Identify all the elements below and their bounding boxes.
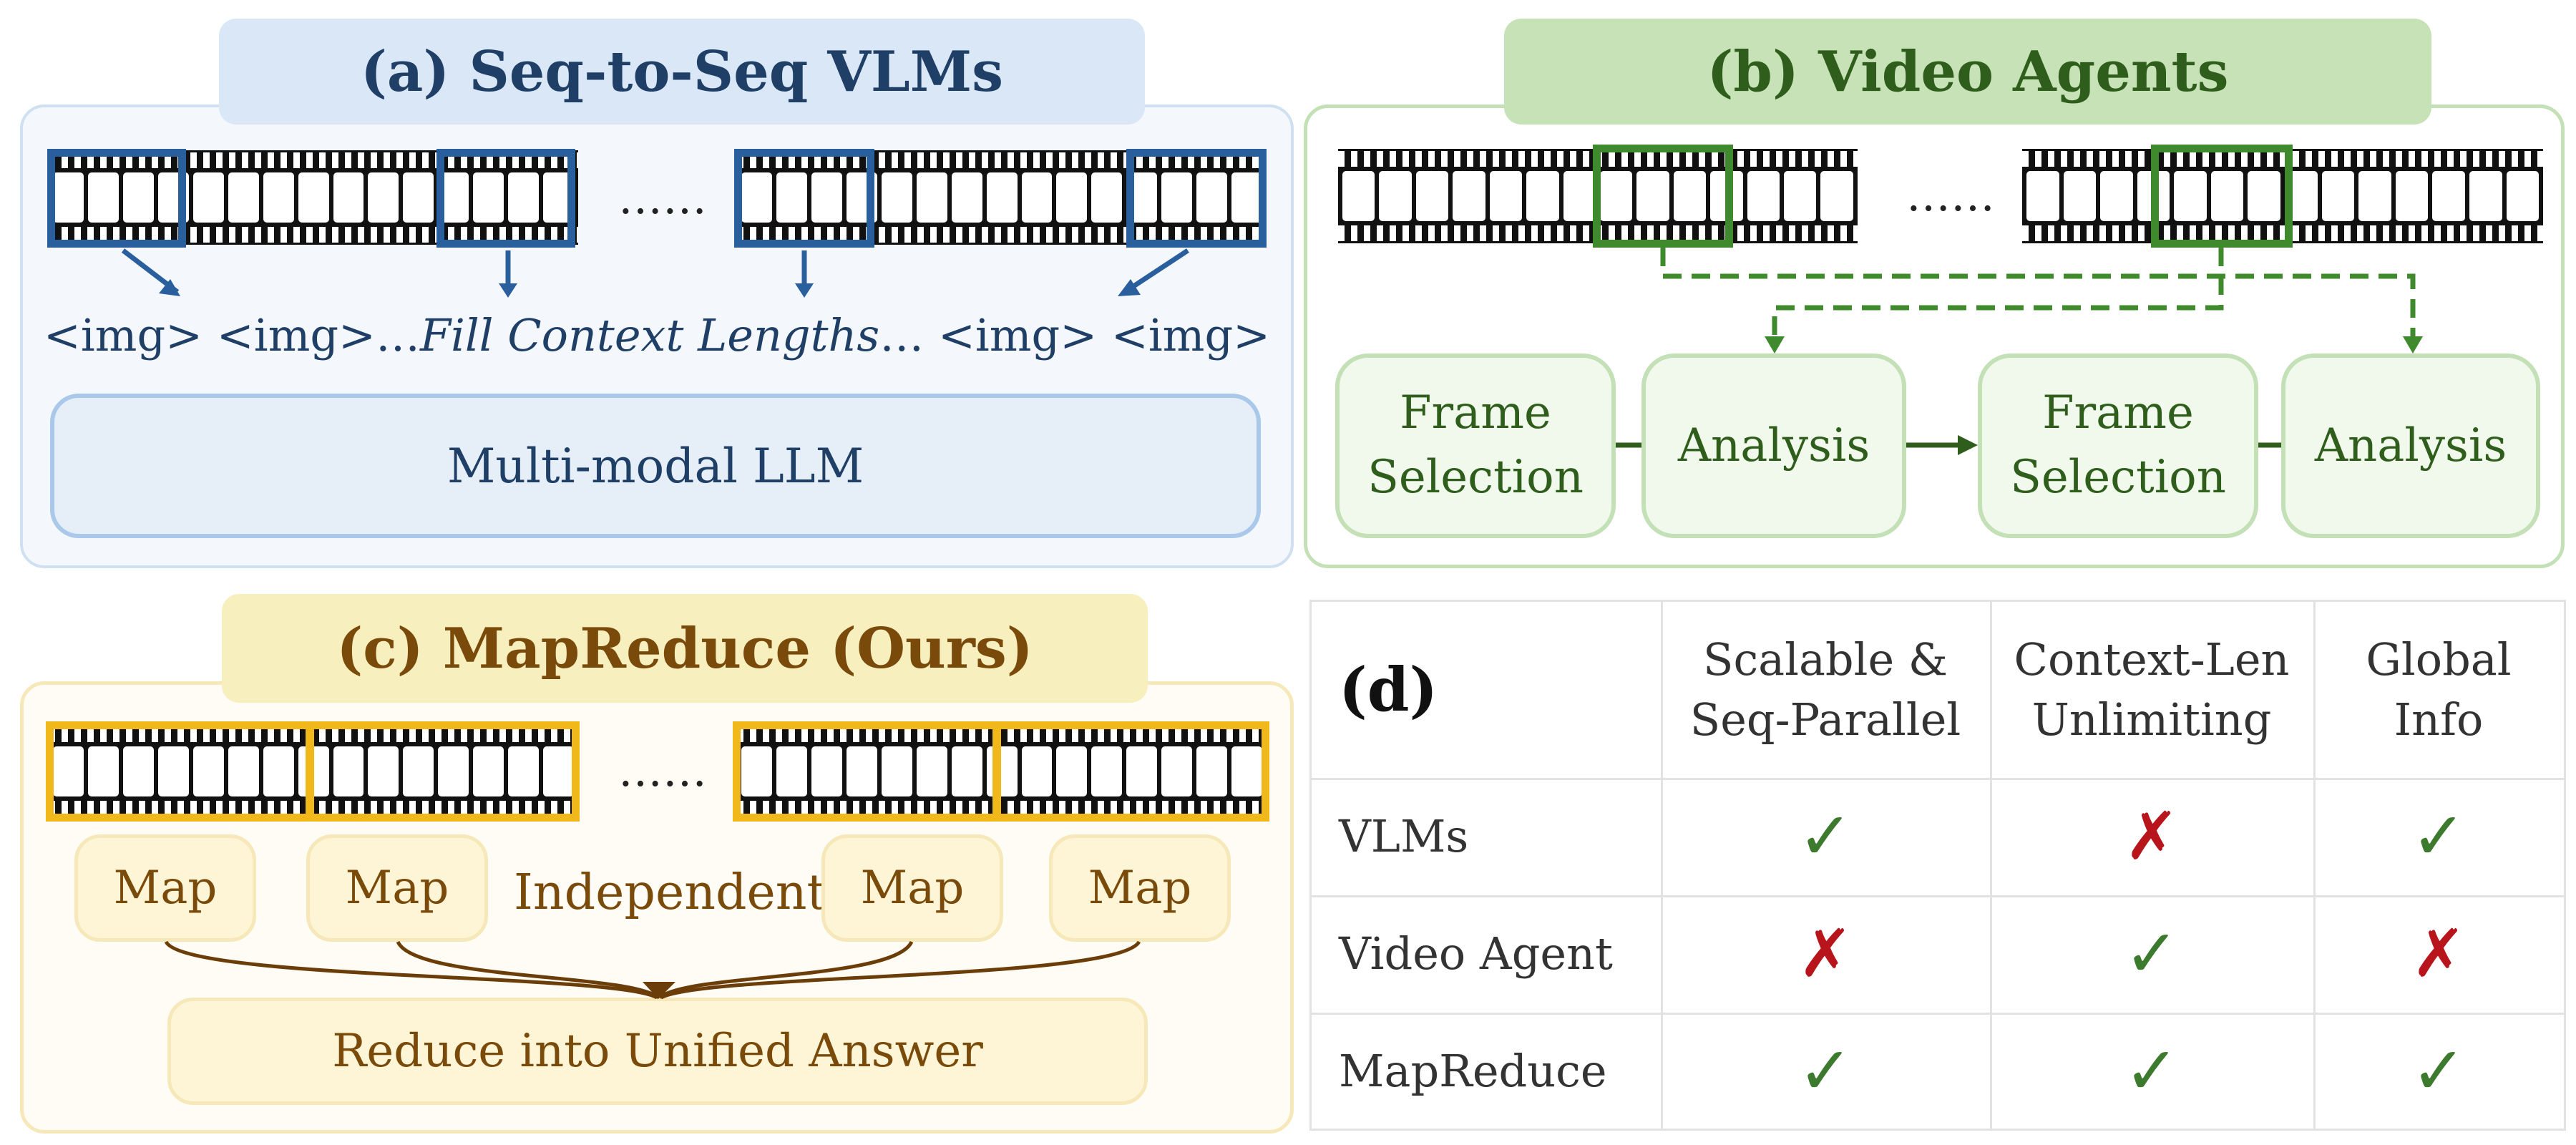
selected-frames-box xyxy=(1593,145,1733,248)
frame-selection-box: Frame Selection xyxy=(1978,354,2258,538)
arrow xyxy=(1123,248,1189,294)
check-mark-icon: ✓ xyxy=(2124,1032,2180,1109)
ellipsis: …… xyxy=(618,172,707,224)
map-label: Map xyxy=(1088,862,1192,915)
ellipsis: …… xyxy=(1906,169,1995,221)
selected-frames-box xyxy=(436,149,575,248)
table-grid xyxy=(1312,1013,2564,1015)
film-strip xyxy=(737,150,1267,245)
analysis-label: Analysis xyxy=(1677,419,1870,472)
analysis-label: Analysis xyxy=(2314,419,2507,472)
row-label-mapreduce: MapReduce xyxy=(1339,1045,1607,1098)
analysis-box: Analysis xyxy=(2281,354,2540,538)
check-mark-icon: ✓ xyxy=(1797,1032,1853,1109)
image-tokens-right: … <img> <img> xyxy=(879,309,1271,361)
fill-context-text: Fill Context Lengths xyxy=(420,309,880,361)
analysis-box: Analysis xyxy=(1641,354,1906,538)
header-line: Context-Len xyxy=(2014,633,2290,686)
arrow-head xyxy=(1118,279,1141,296)
row-label-video-agent: Video Agent xyxy=(1339,927,1613,980)
panel-d-label: (d) xyxy=(1339,654,1438,726)
frame-selection-line2: Selection xyxy=(1367,451,1584,504)
cross-mark-icon: ✗ xyxy=(2411,915,2467,992)
arrow-head xyxy=(2403,336,2423,354)
selected-frames-box xyxy=(47,149,186,248)
table-grid xyxy=(2313,602,2316,1129)
map-box: Map xyxy=(74,834,256,942)
table-grid xyxy=(1312,778,2564,780)
selected-frames-box xyxy=(1126,149,1267,248)
multimodal-llm-box: Multi-modal LLM xyxy=(50,394,1261,538)
selected-frames-box xyxy=(734,149,874,248)
panel-b-title: (b) Video Agents xyxy=(1504,19,2431,125)
dashed-route xyxy=(1660,248,2416,336)
check-mark-icon: ✓ xyxy=(1797,797,1853,874)
table-grid xyxy=(1990,602,1992,1129)
arrow-head xyxy=(499,283,517,298)
map-label: Map xyxy=(860,862,965,915)
map-to-reduce-curve xyxy=(396,940,660,1000)
comparison-table: (d) Scalable & Seq-Parallel Context-Len … xyxy=(1309,600,2566,1131)
reduce-label: Reduce into Unified Answer xyxy=(332,1025,983,1078)
table-grid xyxy=(1661,602,1663,1129)
cross-mark-icon: ✗ xyxy=(2124,797,2180,874)
header-context-len: Context-Len Unlimiting xyxy=(1990,602,2313,778)
table-grid xyxy=(1312,895,2564,897)
frame-selection-line1: Frame xyxy=(2042,386,2194,440)
arrow-head xyxy=(643,982,675,999)
row-label-vlms: VLMs xyxy=(1339,810,1469,863)
frame-selection-line2: Selection xyxy=(2010,451,2226,504)
map-box: Map xyxy=(306,834,488,942)
check-mark-icon: ✓ xyxy=(2124,915,2180,992)
film-strip xyxy=(737,724,1267,819)
panel-c-title: (c) MapReduce (Ours) xyxy=(222,594,1148,703)
map-to-reduce-curve xyxy=(164,940,658,1000)
map-box: Map xyxy=(1049,834,1231,942)
multimodal-llm-label: Multi-modal LLM xyxy=(447,438,864,494)
header-line: Scalable & xyxy=(1702,633,1948,686)
header-line: Info xyxy=(2394,693,2484,746)
map-to-reduce-curve xyxy=(658,940,914,1000)
reduce-box: Reduce into Unified Answer xyxy=(167,998,1148,1105)
header-global-info: Global Info xyxy=(2313,602,2564,778)
map-box: Map xyxy=(821,834,1003,942)
dashed-route xyxy=(1772,248,2224,336)
header-line: Seq-Parallel xyxy=(1689,693,1961,746)
panel-a-title: (a) Seq-to-Seq VLMs xyxy=(219,19,1145,125)
header-line: Global xyxy=(2366,633,2512,686)
frame-selection-line1: Frame xyxy=(1400,386,1551,440)
arrow-head xyxy=(1765,336,1785,354)
header-line: Unlimiting xyxy=(2031,693,2272,746)
frame-selection-box: Frame Selection xyxy=(1335,354,1616,538)
image-tokens-left: <img> <img>… xyxy=(43,309,420,361)
chunk-box xyxy=(306,721,580,822)
arrow-head xyxy=(159,279,180,296)
independent-label: Independent xyxy=(514,864,826,921)
image-token-line: <img> <img>…Fill Context Lengths… <img> … xyxy=(0,309,1314,361)
check-mark-icon: ✓ xyxy=(2411,797,2467,874)
arrow-head xyxy=(1958,435,1978,455)
map-to-reduce-curve xyxy=(660,940,1141,1000)
arrow-head xyxy=(795,283,814,298)
map-label: Map xyxy=(345,862,449,915)
chunk-box xyxy=(993,721,1269,822)
map-label: Map xyxy=(113,862,218,915)
header-scalable: Scalable & Seq-Parallel xyxy=(1661,602,1990,778)
check-mark-icon: ✓ xyxy=(2411,1032,2467,1109)
ellipsis: …… xyxy=(618,744,707,796)
selected-frames-box xyxy=(2151,145,2293,248)
cross-mark-icon: ✗ xyxy=(1797,915,1853,992)
